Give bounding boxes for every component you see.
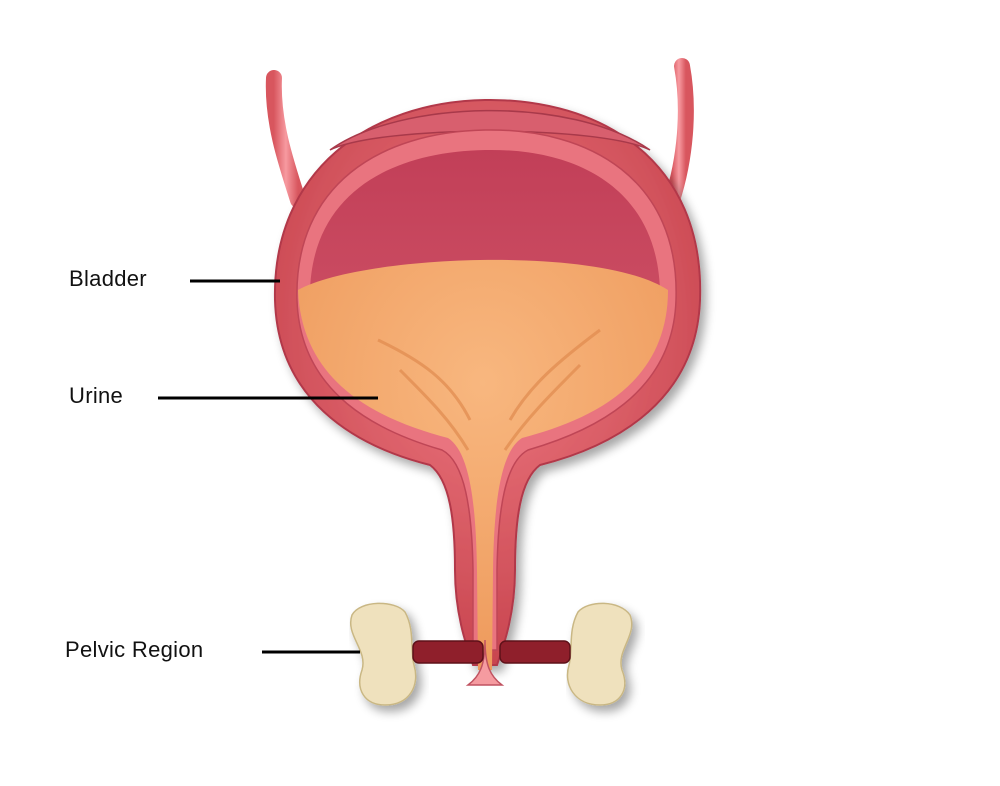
urethra bbox=[465, 639, 505, 686]
trigone-fold bbox=[377, 328, 601, 451]
left-ureter bbox=[265, 70, 306, 208]
right-pelvic-connector bbox=[499, 640, 571, 664]
right-pelvic-bone bbox=[566, 602, 633, 706]
right-ureter bbox=[664, 58, 694, 208]
left-pelvic-connector bbox=[412, 640, 484, 664]
urine-fill bbox=[298, 259, 668, 670]
left-pelvic-bone bbox=[349, 602, 417, 706]
bladder-label: Bladder bbox=[69, 266, 147, 291]
pelvic-region-label: Pelvic Region bbox=[65, 637, 204, 662]
urine-label: Urine bbox=[69, 383, 124, 408]
